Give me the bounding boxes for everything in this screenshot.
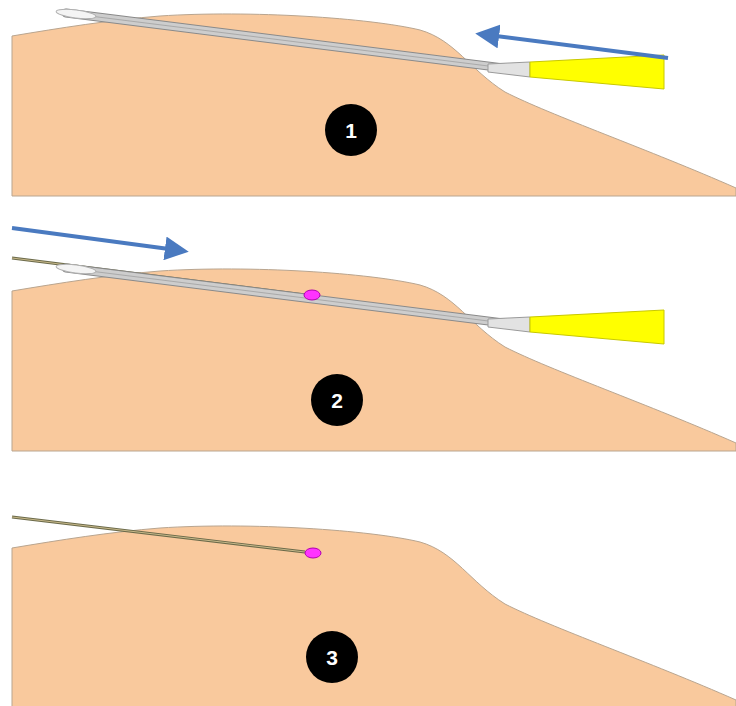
callout-number: 1 <box>325 104 377 156</box>
callout-number: 3 <box>306 631 358 683</box>
panel-three <box>12 517 736 706</box>
panel-one <box>12 8 736 196</box>
callout-number: 2 <box>311 374 363 426</box>
panel-two <box>12 228 736 451</box>
